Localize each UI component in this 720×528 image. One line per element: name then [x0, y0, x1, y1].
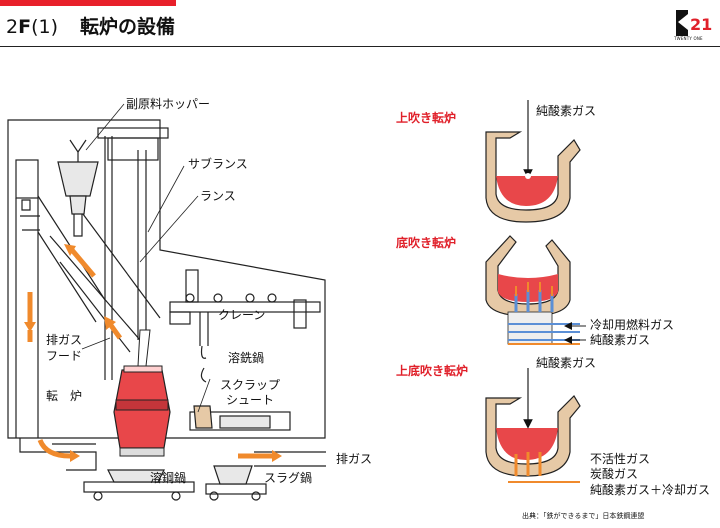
label-sublance: サブランス: [188, 157, 248, 171]
section-code-suffix: (1): [31, 16, 58, 38]
crane-rail: [169, 301, 321, 313]
label-top-blown: 上吹き転炉: [396, 111, 457, 125]
label-combined-blown: 上底吹き転炉: [396, 364, 469, 378]
label-exhaust-hood-2: フード: [46, 349, 83, 363]
label-crane: クレーン: [218, 308, 266, 322]
label-bottom-gas-2: 純酸素ガス: [590, 333, 651, 347]
scrap-chute: [219, 415, 271, 429]
flow-arrowheads: [24, 244, 282, 462]
hopper-body: [57, 161, 99, 197]
leader-lines: [81, 103, 211, 413]
label-exhaust-gas: 排ガス: [336, 452, 373, 466]
label-top-gas: 純酸素ガス: [536, 104, 597, 118]
converter-vessel: [113, 329, 171, 457]
label-converter: 転 炉: [46, 389, 83, 403]
page-title-text: 転炉の設備: [80, 16, 176, 38]
section-code-letter: F: [18, 16, 32, 38]
label-bottom-gas-1: 冷却用燃料ガス: [590, 318, 675, 332]
page-title: 2F(1) 転炉の設備: [6, 12, 175, 39]
combined-blown-converter: [485, 368, 581, 483]
logo-mark-icon: 21: [676, 10, 712, 36]
label-slag-pot: スラグ鍋: [264, 471, 313, 485]
lance-head: [107, 137, 159, 161]
header-divider: [0, 46, 720, 47]
label-lance: ランス: [200, 189, 236, 203]
label-scrap-chute-2: シュート: [226, 393, 275, 407]
building-outline: [7, 119, 326, 439]
logo-number: 21: [690, 15, 712, 34]
source-credit: 出典：「鉄ができるまで」日本鉄鋼連盟: [522, 512, 645, 520]
brand-logo: 21 TWENTY ONE: [672, 8, 712, 42]
section-code-prefix: 2: [6, 16, 19, 38]
header-accent-bar: [0, 0, 176, 6]
stack-top: [15, 159, 39, 199]
section-code: 2F(1): [6, 16, 58, 38]
label-bottom-blown: 底吹き転炉: [396, 236, 457, 250]
gas-leader-arrows: [564, 322, 586, 344]
label-combined-gas-2: 炭酸ガス: [590, 467, 639, 481]
plant-diagram: [7, 119, 326, 501]
bottom-blown-converter: [485, 235, 580, 345]
label-scrap-chute-1: スクラップ: [220, 378, 281, 392]
label-combined-top-gas: 純酸素ガス: [536, 356, 597, 370]
label-combined-gas-3: 純酸素ガス＋冷却ガス: [590, 483, 711, 497]
logo-brand: TWENTY ONE: [674, 36, 703, 41]
top-blown-converter: [485, 100, 581, 223]
label-combined-gas-1: 不活性ガス: [590, 452, 651, 466]
label-hopper: 副原料ホッパー: [126, 97, 211, 111]
label-pig-ladle: 溶銑鍋: [228, 351, 265, 365]
label-exhaust-hood-1: 排ガス: [46, 333, 83, 347]
label-steel-ladle: 溶鋼鍋: [150, 471, 187, 485]
